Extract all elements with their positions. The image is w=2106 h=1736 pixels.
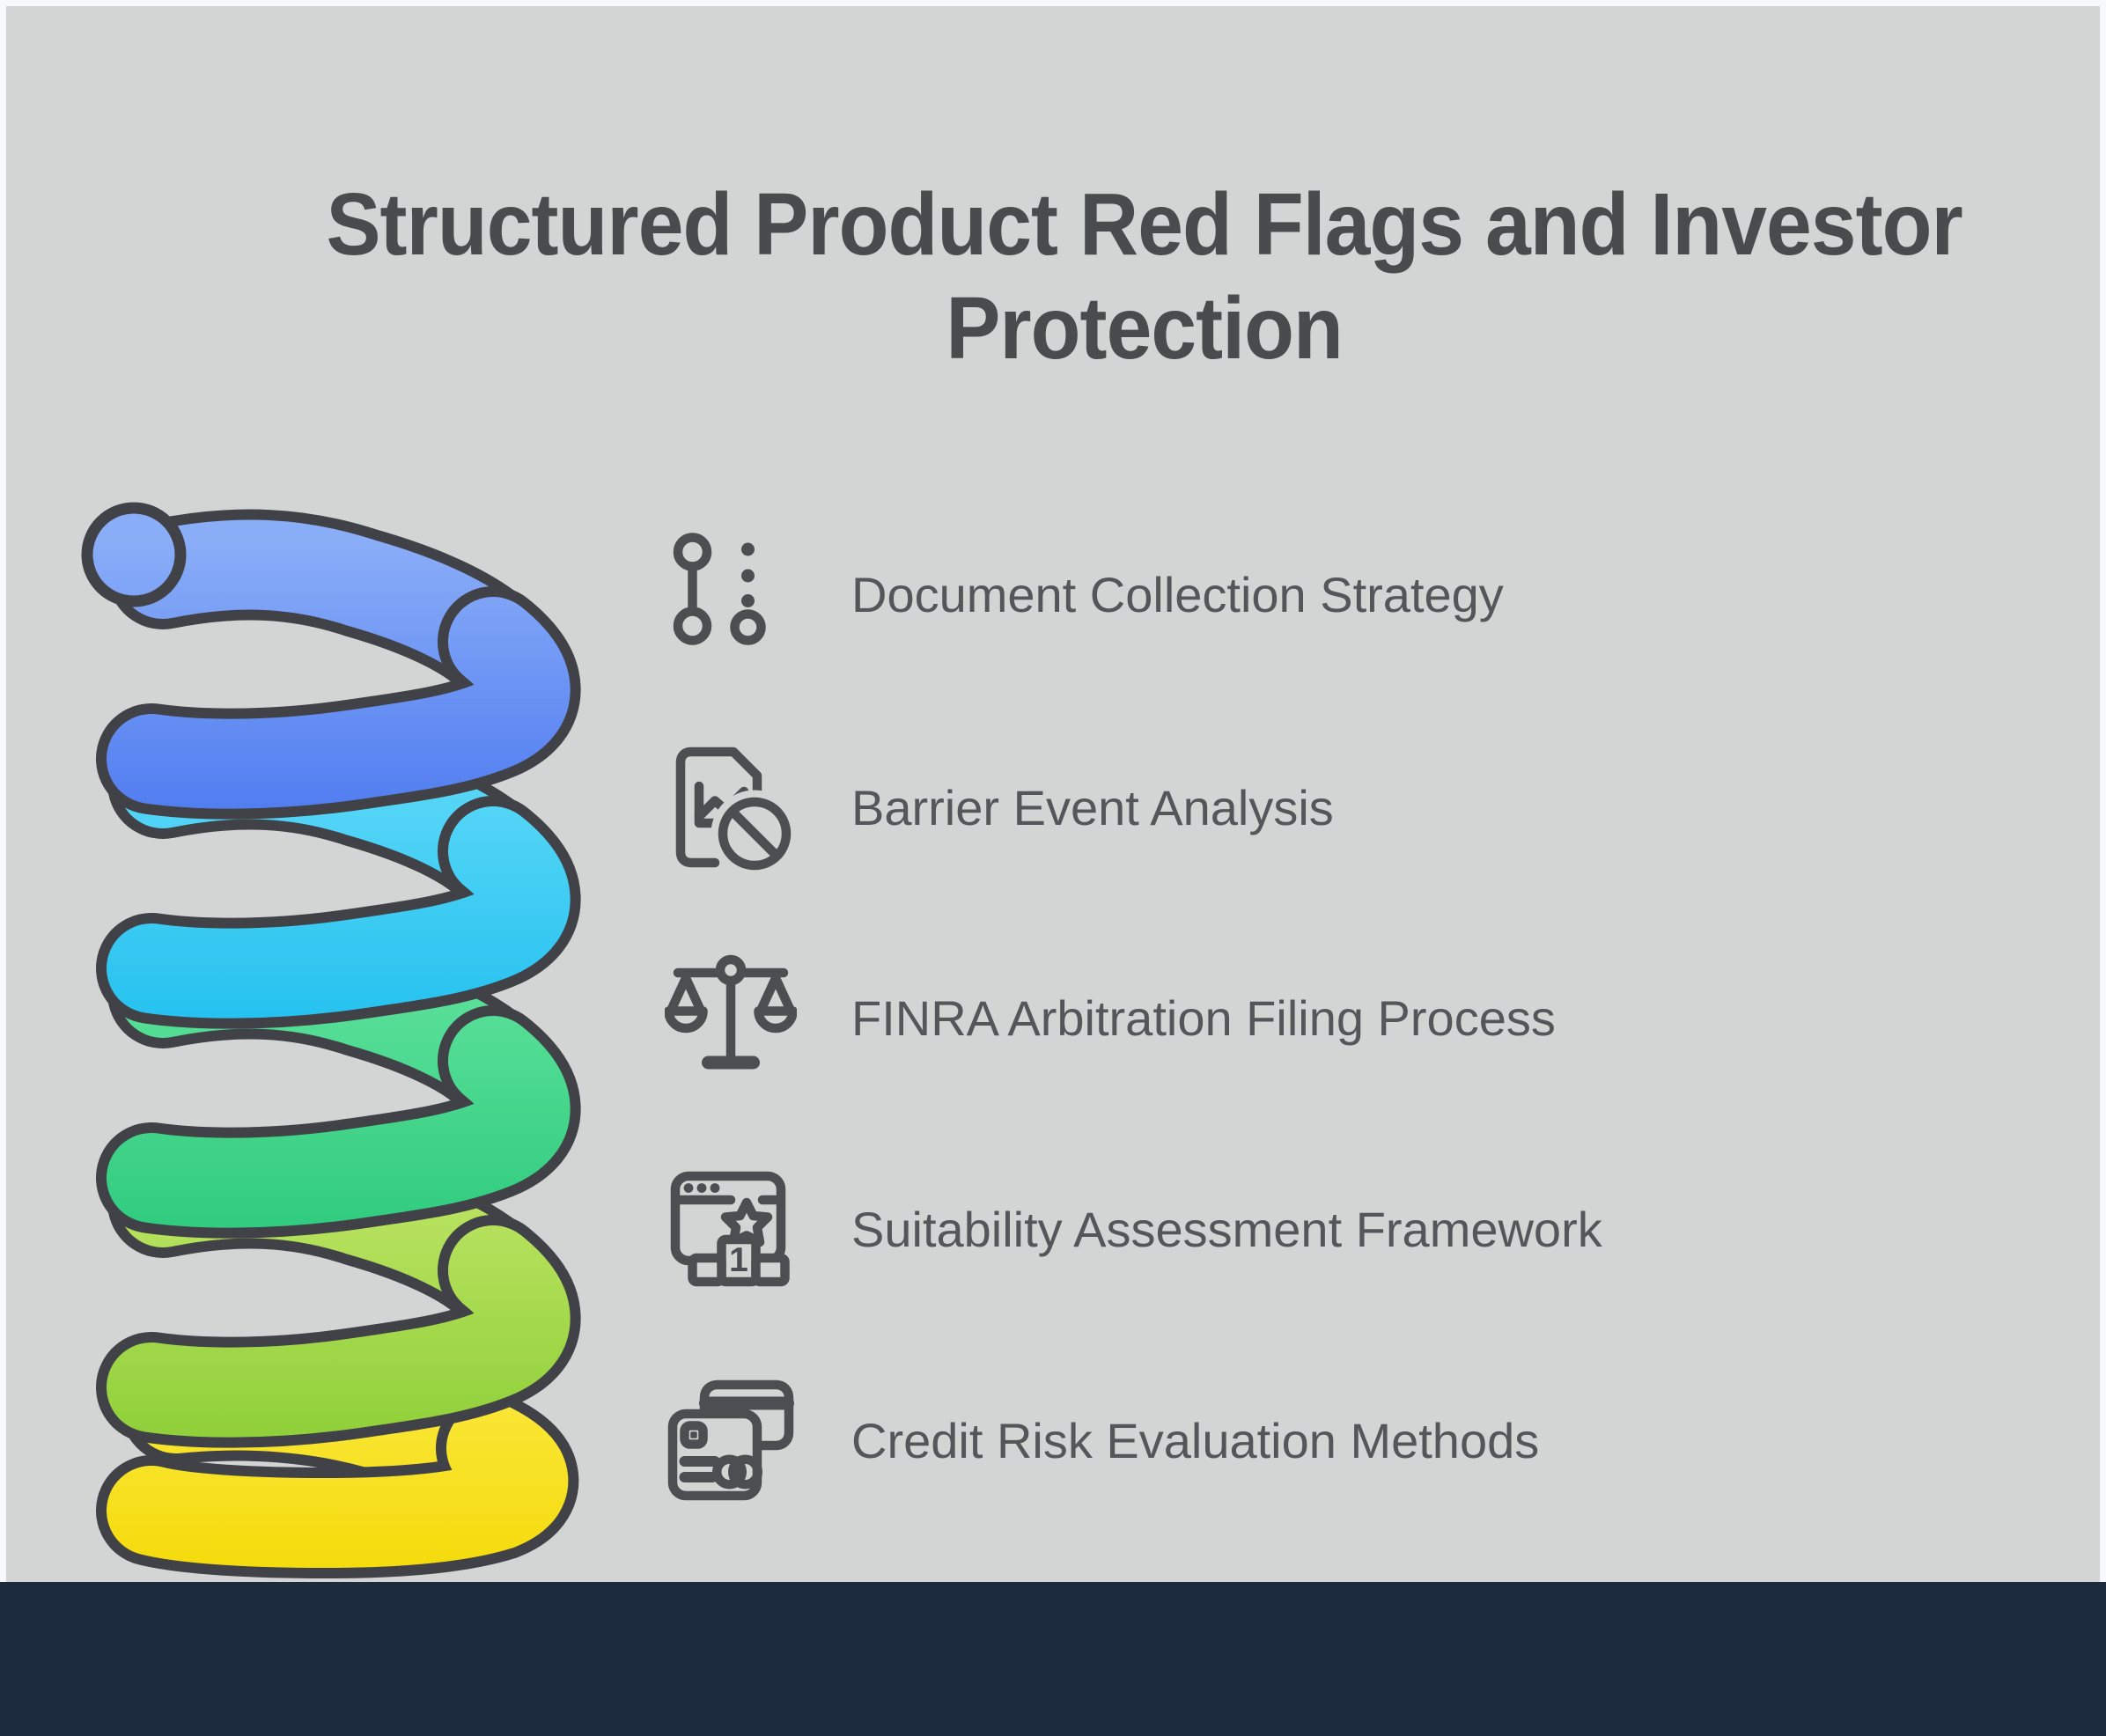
milestones-icon bbox=[673, 533, 766, 645]
list-item-label: Document Collection Strategy bbox=[851, 566, 1504, 622]
list-item: Document Collection Strategy bbox=[665, 528, 1504, 660]
chart-document-ban-icon bbox=[675, 747, 797, 873]
credit-cards-icon bbox=[667, 1379, 794, 1501]
page-title: Structured Product Red Flags and Investo… bbox=[208, 173, 2081, 380]
footer-bar bbox=[0, 1582, 2106, 1736]
list-item-label: Barrier Event Analysis bbox=[851, 779, 1334, 835]
page-title-line1: Structured Product Red Flags and Investo… bbox=[326, 175, 1962, 274]
list-item-label: FINRA Arbitration Filing Process bbox=[851, 989, 1556, 1046]
list-item: Credit Risk Evaluation Methods bbox=[665, 1374, 1539, 1506]
list-item: Barrier Event Analysis bbox=[665, 741, 1334, 873]
list-item: FINRA Arbitration Filing Process bbox=[665, 952, 1556, 1084]
page-title-line2: Protection bbox=[946, 279, 1344, 378]
ranking-window-icon: 1 bbox=[670, 1171, 790, 1287]
list-item: 1 Suitability Assessment Framework bbox=[665, 1163, 1602, 1295]
podium-rank-digit: 1 bbox=[729, 1241, 748, 1279]
scales-icon bbox=[665, 954, 797, 1070]
list-item-label: Credit Risk Evaluation Methods bbox=[851, 1412, 1540, 1468]
list-item-label: Suitability Assessment Framework bbox=[851, 1201, 1602, 1257]
